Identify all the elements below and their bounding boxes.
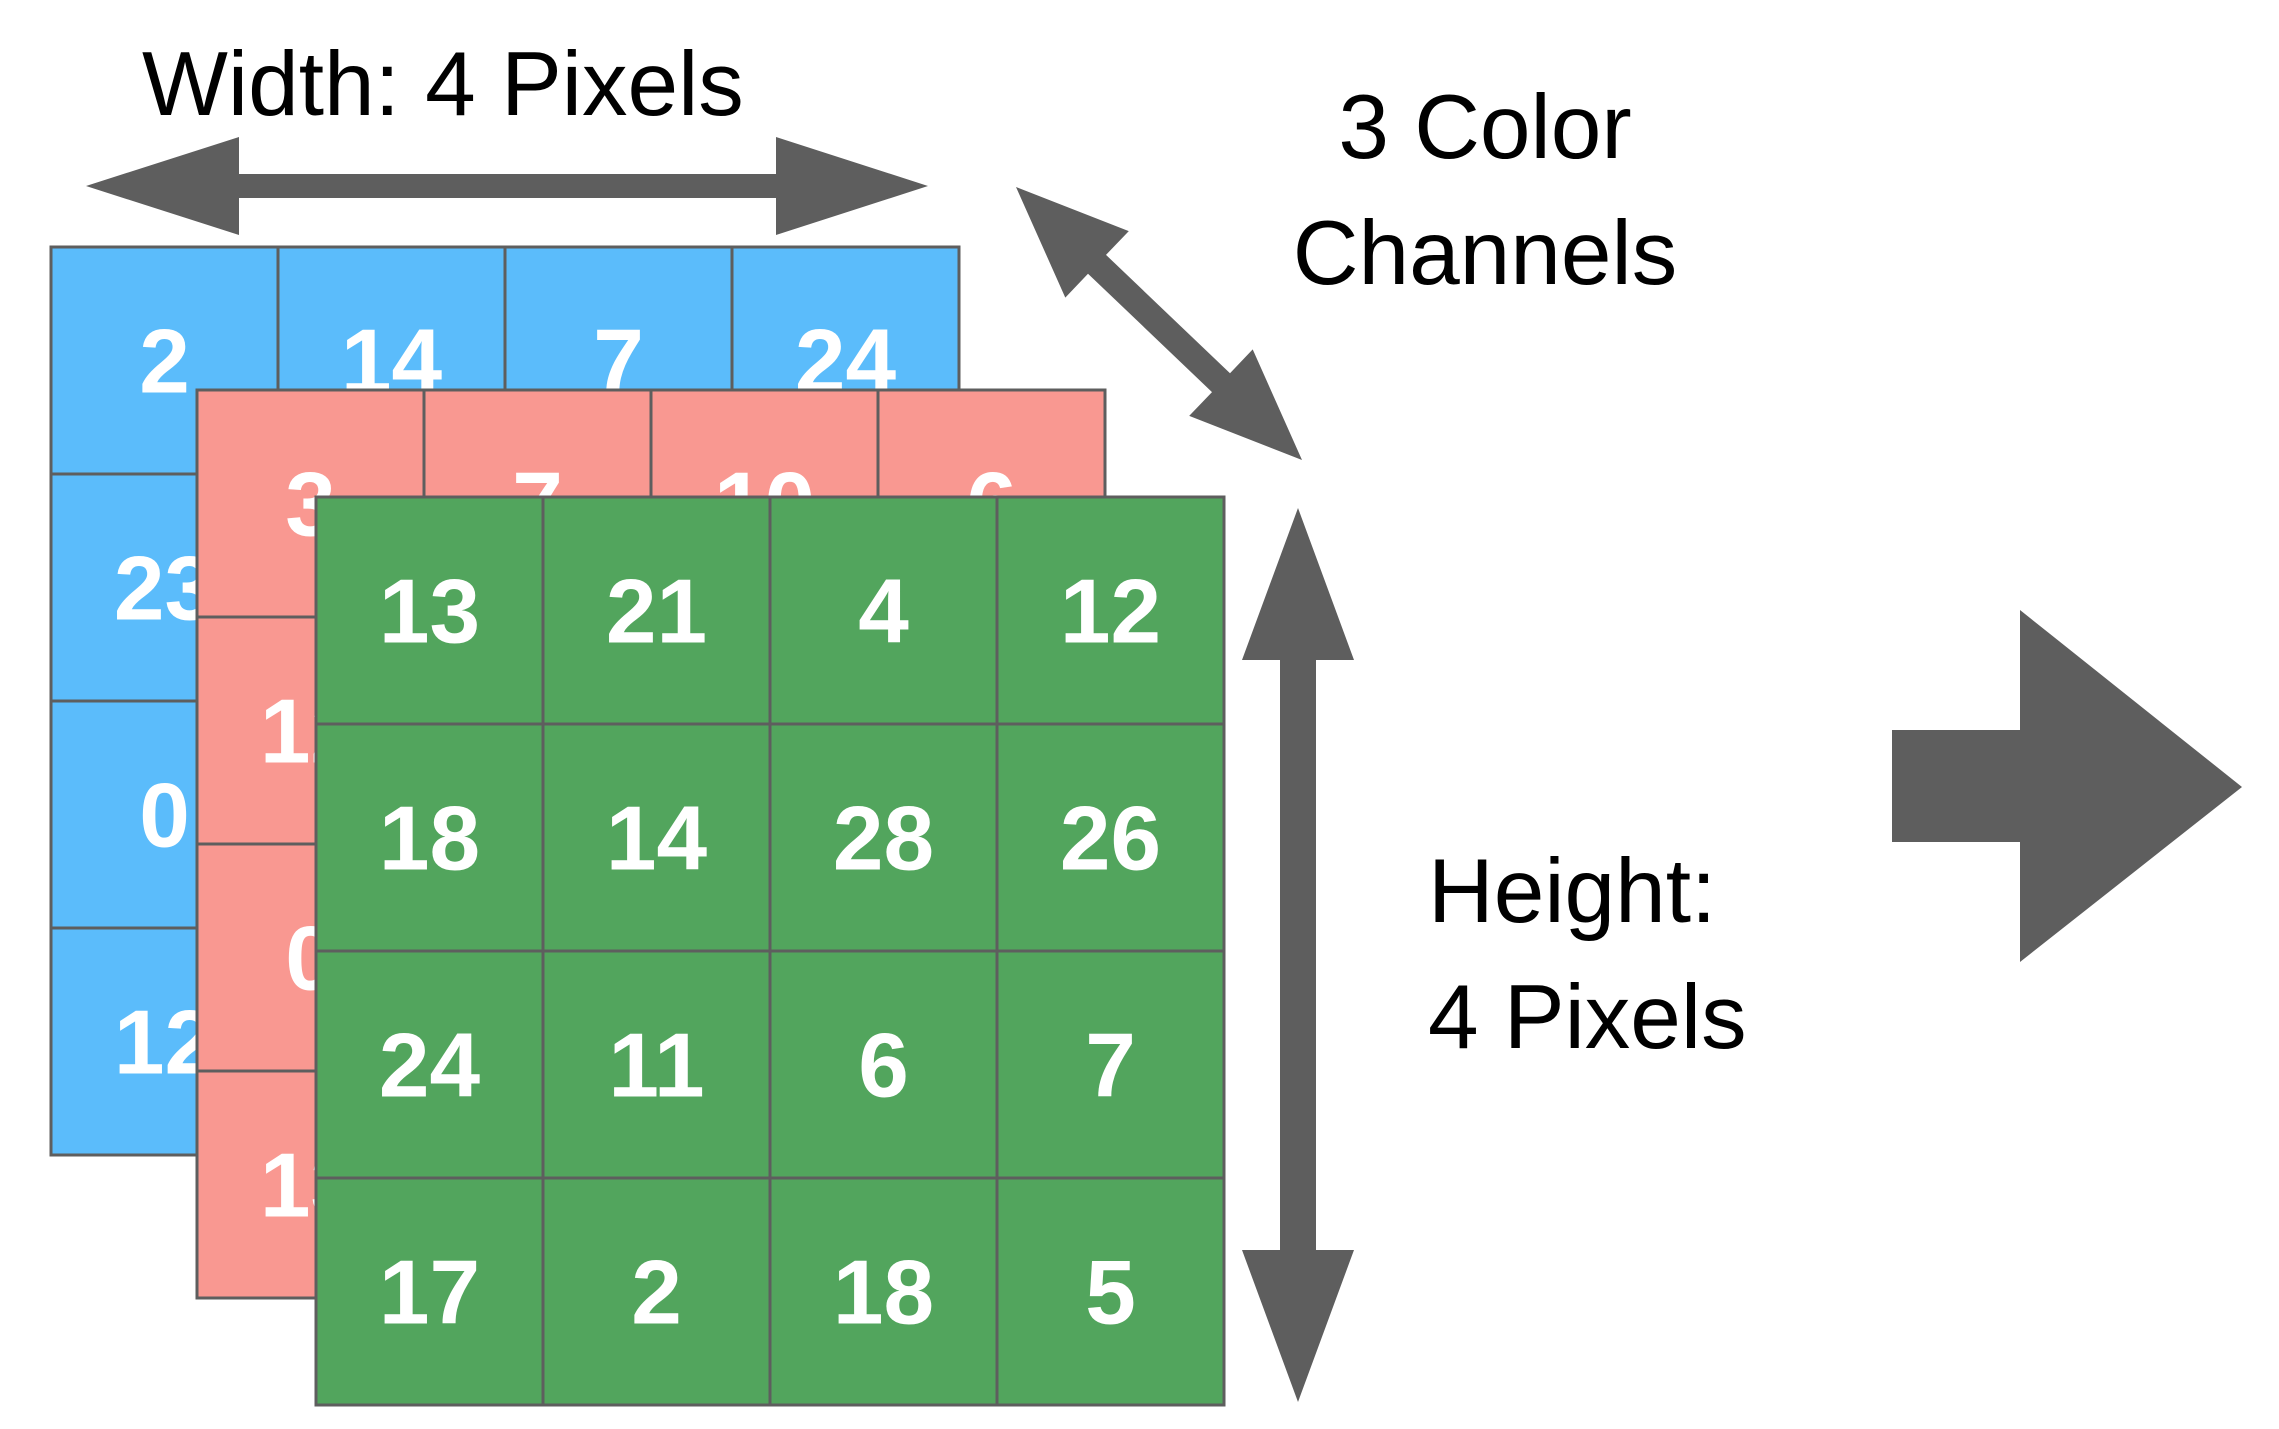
height-arrow [1242, 508, 1354, 1402]
green-cell [995, 495, 1226, 726]
green-cell [541, 495, 772, 726]
green-cell-value: 2 [631, 1243, 682, 1344]
green-cell-value: 21 [606, 562, 707, 663]
green-cell [314, 722, 545, 953]
layer-green: 13 21 4 12 18 14 28 26 24 11 6 7 17 2 18 5 [314, 495, 1226, 1407]
green-cell [768, 495, 999, 726]
green-cell [768, 722, 999, 953]
channels-arrow [1016, 187, 1302, 460]
width-arrow [86, 137, 928, 235]
green-cell-value: 7 [1085, 1016, 1136, 1117]
green-cell [995, 722, 1226, 953]
green-cell-value: 14 [606, 789, 708, 890]
green-cell-value: 24 [379, 1016, 481, 1117]
green-cell [541, 722, 772, 953]
green-cell [314, 949, 545, 1180]
blue-cell-value: 2 [139, 312, 190, 413]
green-cell-value: 12 [1060, 562, 1161, 663]
green-cell-value: 18 [379, 789, 480, 890]
height-label-line1: Height: [1428, 841, 1716, 942]
green-cell-value: 11 [608, 1016, 704, 1117]
green-cell [995, 1176, 1226, 1407]
width-label: Width: 4 Pixels [142, 34, 744, 135]
green-cell-value: 6 [858, 1016, 909, 1117]
channels-label-line1: 3 Color [1338, 77, 1631, 178]
green-cell-value: 18 [833, 1243, 934, 1344]
output-arrow [1892, 610, 2242, 962]
height-label-line2: 4 Pixels [1428, 967, 1747, 1068]
green-cell [314, 495, 545, 726]
pixel-layers: 2147242301237106120131321412181428262411… [49, 245, 1226, 1407]
green-cell [541, 949, 772, 1180]
green-cell [768, 949, 999, 1180]
blue-cell-value: 0 [139, 766, 190, 867]
green-cell [541, 1176, 772, 1407]
green-cell-value: 13 [379, 562, 480, 663]
green-cell-value: 28 [833, 789, 934, 890]
green-cell [314, 1176, 545, 1407]
channels-label-line2: Channels [1293, 203, 1677, 304]
green-cell-value: 5 [1085, 1243, 1136, 1344]
green-cell-value: 26 [1060, 789, 1161, 890]
green-cell-value: 17 [379, 1243, 480, 1344]
green-cell [768, 1176, 999, 1407]
green-cell-value: 4 [858, 562, 909, 663]
